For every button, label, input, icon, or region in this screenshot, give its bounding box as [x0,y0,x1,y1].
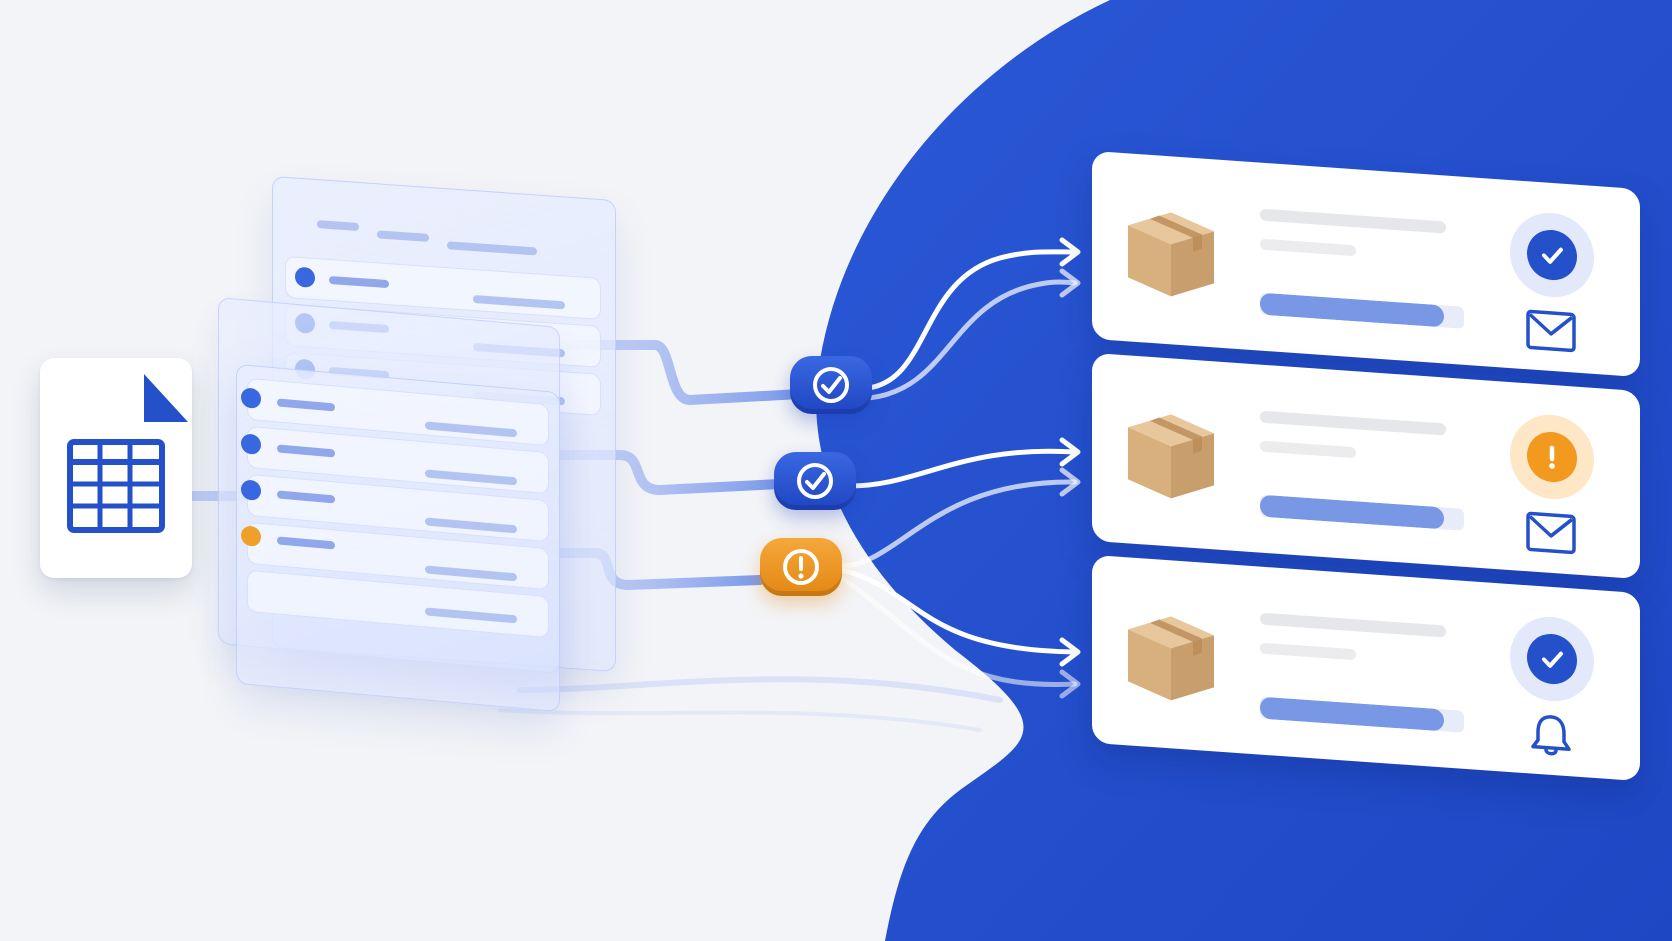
status-dot [295,266,315,288]
shipment-card [1092,554,1640,782]
data-sheet-front [236,363,560,713]
package-box-icon [1128,616,1214,701]
check-circle-icon [813,367,849,403]
exclamation-circle-icon [783,549,819,585]
spreadsheet-file-icon [67,439,165,533]
file-corner-fold [144,374,188,422]
shipment-card [1092,150,1640,378]
package-box-icon [1128,414,1214,499]
shipment-subtitle-placeholder [1260,440,1356,459]
checkpoint-node-warning [760,538,842,596]
shipment-progress-bar [1260,696,1464,733]
checkpoint-node-ok [790,356,872,414]
exclamation-icon [1549,445,1555,469]
checkpoint-node-ok [774,452,856,510]
shipment-title-placeholder [1260,612,1446,638]
shipment-progress-bar [1260,292,1464,329]
shipment-progress-bar [1260,494,1464,531]
spreadsheet-file-card [40,358,192,578]
status-badge-ok [1510,614,1594,704]
status-badge-warning [1510,412,1594,502]
envelope-icon [1526,309,1576,353]
bell-icon [1531,715,1571,756]
shipment-subtitle-placeholder [1260,238,1356,257]
shipment-title-placeholder [1260,410,1446,436]
shipment-title-placeholder [1260,208,1446,234]
package-box-icon [1128,212,1214,297]
shipment-subtitle-placeholder [1260,642,1356,661]
check-icon [1542,651,1563,668]
check-circle-icon [797,463,833,499]
envelope-icon [1526,511,1576,555]
shipment-card [1092,352,1640,580]
check-icon [1542,247,1563,264]
status-badge-ok [1510,210,1594,300]
